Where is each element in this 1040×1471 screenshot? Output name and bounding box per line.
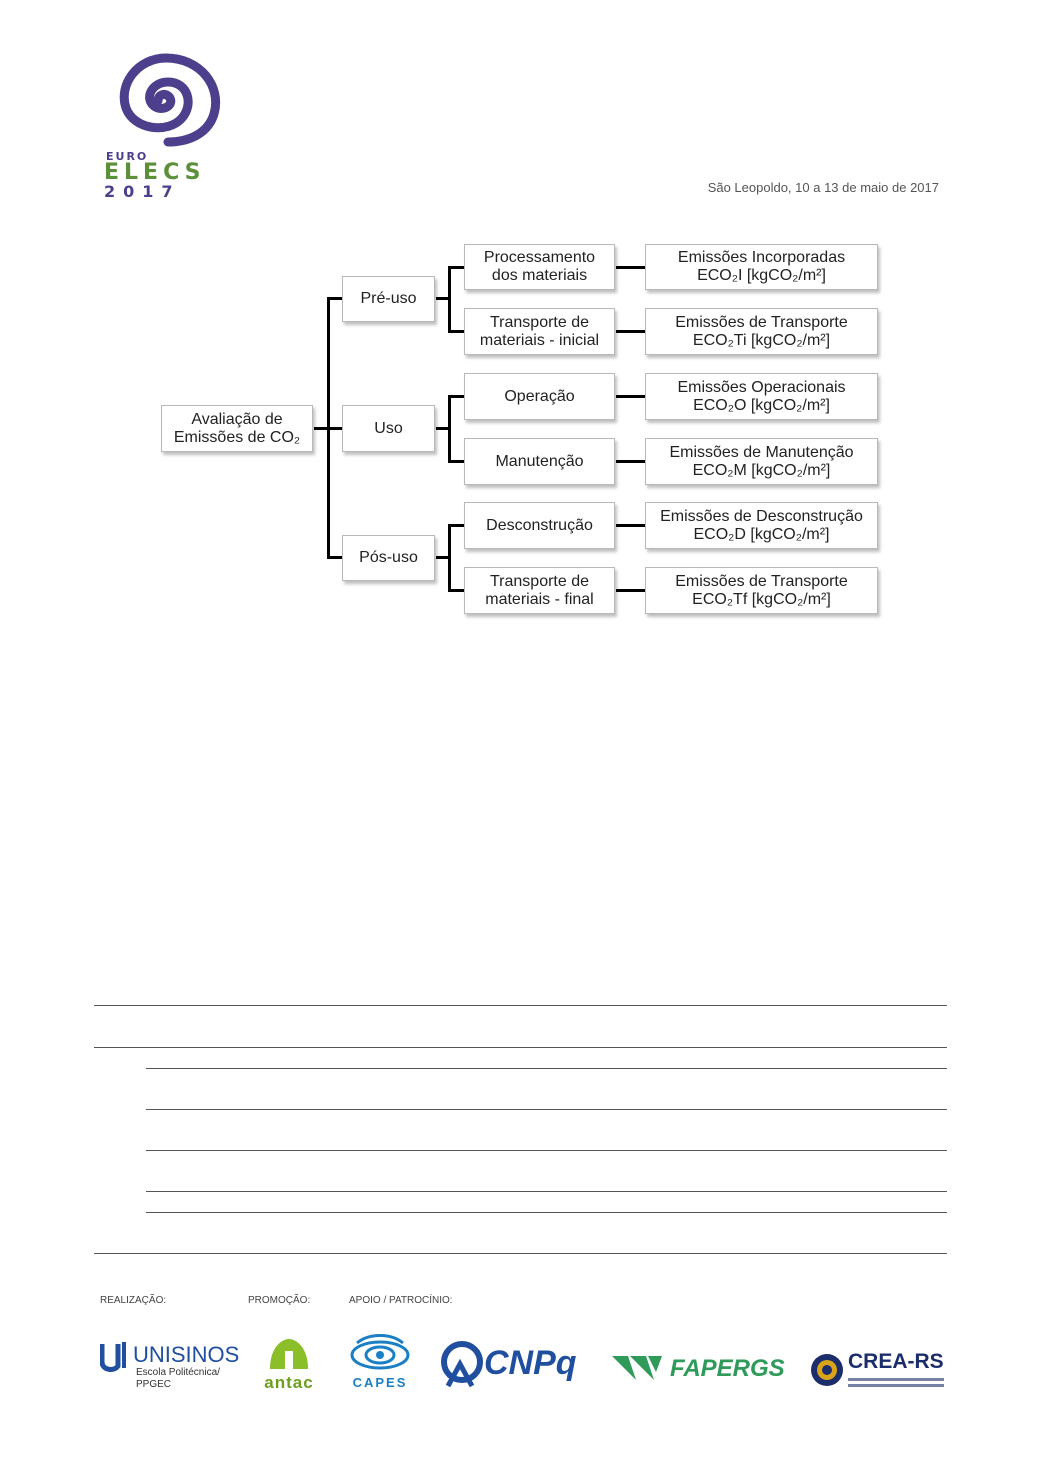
node-activity-line1: Processamento xyxy=(483,249,596,266)
node-activity-operacao: Operação xyxy=(464,373,615,420)
node-activity-line1: Operação xyxy=(504,387,575,405)
crea-seal-icon xyxy=(811,1354,843,1386)
node-emission-incorporadas: Emissões Incorporadas ECO₂I [kgCO₂/m²] xyxy=(645,244,878,290)
logo-text-elecs: ELECS xyxy=(104,160,206,185)
node-activity-line1: Transporte de xyxy=(489,313,589,331)
unisinos-name: UNISINOS xyxy=(133,1342,240,1367)
node-phase-uso: Uso xyxy=(342,405,435,452)
node-emission-line1: Emissões de Desconstrução xyxy=(660,507,863,525)
node-activity-transporte-inicial: Transporte de materiais - inicial xyxy=(464,308,615,355)
node-phase-pos-uso: Pós-uso xyxy=(342,535,435,581)
node-emission-line2: ECO₂Ti [kgCO₂/m²] xyxy=(692,331,831,349)
node-emission-manutencao: Emissões de Manutenção ECO₂M [kgCO₂/m²] xyxy=(645,438,878,485)
node-emission-desconstrucao: Emissões de Desconstrução ECO₂D [kgCO₂/m… xyxy=(645,502,878,549)
crea-rs-tagline-decoration xyxy=(848,1384,944,1387)
divider xyxy=(146,1150,947,1151)
node-activity-desconstrucao: Desconstrução xyxy=(464,502,615,549)
antac-mark-icon xyxy=(270,1339,308,1369)
divider xyxy=(146,1191,947,1192)
crea-rs-logo: CREA-RS xyxy=(810,1350,950,1392)
capes-logo: CAPES xyxy=(347,1333,413,1391)
node-emission-line2: ECO₂O [kgCO₂/m²] xyxy=(693,396,830,414)
unisinos-sub1: Escola Politécnica/ xyxy=(136,1367,220,1378)
node-phase-label: Uso xyxy=(374,419,403,437)
node-emission-line1: Emissões Operacionais xyxy=(677,378,846,396)
node-activity-line2: dos materiais xyxy=(491,267,588,284)
unisinos-logo: UNISINOS Escola Politécnica/ PPGEC xyxy=(100,1338,240,1394)
fapergs-mark-icon xyxy=(612,1356,662,1380)
fapergs-name: FAPERGS xyxy=(670,1355,785,1382)
cnpq-name: CNPq xyxy=(484,1344,577,1382)
node-root-co2-assessment: Avaliação de Emissões de CO₂ xyxy=(161,405,313,452)
capes-name: CAPES xyxy=(352,1375,408,1390)
node-phase-label: Pré-uso xyxy=(360,290,417,307)
node-emission-line2: ECO₂I [kgCO₂/m²] xyxy=(697,267,826,284)
node-phase-pre-uso: Pré-uso xyxy=(342,276,435,322)
node-activity-processamento: Processamento dos materiais xyxy=(464,244,615,290)
node-root-line2: Emissões de CO₂ xyxy=(173,428,301,446)
logo-text-euro: EURO xyxy=(106,150,149,163)
node-emission-line1: Emissões Incorporadas xyxy=(677,249,846,266)
node-activity-line1: Transporte de xyxy=(489,572,589,590)
node-activity-line2: materiais - final xyxy=(485,590,594,608)
header-date: São Leopoldo, 10 a 13 de maio de 2017 xyxy=(707,180,939,195)
divider xyxy=(146,1068,947,1069)
node-emission-transporte-final: Emissões de Transporte ECO₂Tf [kgCO₂/m²] xyxy=(645,567,878,614)
crea-rs-tagline-decoration xyxy=(848,1378,944,1381)
footer-label-apoio: APOIO / PATROCÍNIO: xyxy=(349,1295,453,1306)
node-emission-line2: ECO₂D [kgCO₂/m²] xyxy=(693,525,830,543)
capes-mark-icon xyxy=(350,1334,410,1370)
divider xyxy=(146,1212,947,1213)
antac-name: antac xyxy=(264,1373,314,1392)
node-emission-line1: Emissões de Manutenção xyxy=(669,443,854,461)
node-activity-line1: Desconstrução xyxy=(486,516,593,534)
node-activity-manutencao: Manutenção xyxy=(464,438,615,485)
spiral-logo-icon xyxy=(119,53,221,147)
crea-rs-name: CREA-RS xyxy=(848,1350,944,1373)
fapergs-logo: FAPERGS xyxy=(612,1352,788,1386)
node-root-line1: Avaliação de xyxy=(191,410,283,428)
logo-text-year: 2017 xyxy=(104,182,181,201)
footer-label-realizacao: REALIZAÇÃO: xyxy=(100,1295,167,1306)
node-emission-line1: Emissões de Transporte xyxy=(675,313,848,331)
cnpq-mark-icon xyxy=(441,1341,483,1388)
cnpq-logo: CNPq xyxy=(438,1340,590,1392)
node-emission-line2: ECO₂M [kgCO₂/m²] xyxy=(692,461,831,479)
unisinos-sub2: PPGEC xyxy=(136,1379,172,1390)
node-emission-line1: Emissões de Transporte xyxy=(675,572,848,590)
divider xyxy=(146,1109,947,1110)
euro-elecs-logo: EURO ELECS 2017 xyxy=(96,46,236,201)
antac-logo: antac xyxy=(253,1337,325,1392)
footer-label-promocao: PROMOÇÃO: xyxy=(248,1295,311,1306)
node-activity-transporte-final: Transporte de materiais - final xyxy=(464,567,615,614)
divider xyxy=(94,1047,947,1048)
unisinos-mark-icon xyxy=(100,1342,126,1372)
divider xyxy=(94,1005,947,1006)
node-activity-line1: Manutenção xyxy=(495,452,584,470)
node-activity-line2: materiais - inicial xyxy=(479,331,600,349)
node-emission-line2: ECO₂Tf [kgCO₂/m²] xyxy=(692,590,831,608)
divider xyxy=(94,1253,947,1254)
node-emission-transporte-inicial: Emissões de Transporte ECO₂Ti [kgCO₂/m²] xyxy=(645,308,878,355)
node-emission-operacionais: Emissões Operacionais ECO₂O [kgCO₂/m²] xyxy=(645,373,878,420)
node-phase-label: Pós-uso xyxy=(359,549,418,566)
